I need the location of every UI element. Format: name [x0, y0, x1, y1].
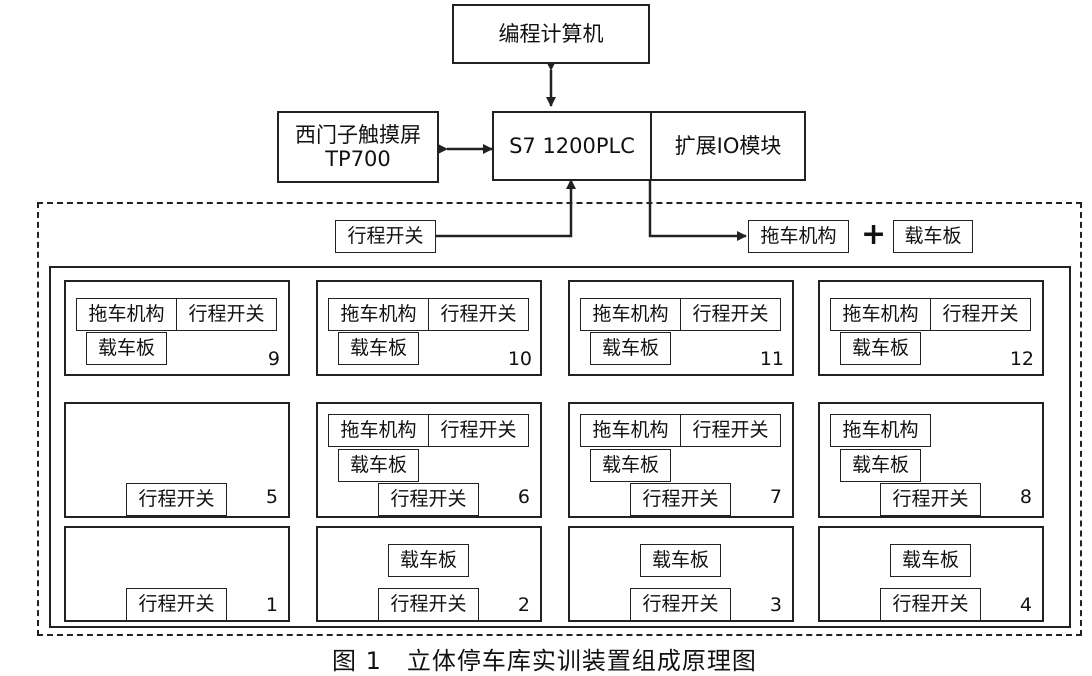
limit-switch: 行程开关 — [176, 298, 277, 331]
main-car-plate: 载车板 — [893, 220, 973, 253]
tow-mechanism: 拖车机构 — [76, 298, 177, 331]
cell-number: 10 — [507, 348, 532, 370]
cell-number: 9 — [267, 348, 280, 370]
car-plate: 载车板 — [640, 544, 721, 577]
touch-screen-box: 西门子触摸屏 TP700 — [277, 111, 439, 183]
plc-box: S7 1200PLC — [492, 111, 652, 181]
tow-mechanism: 拖车机构 — [580, 298, 681, 331]
car-plate: 载车板 — [840, 332, 921, 365]
parking-cell-2: 载车板 行程开关 2 — [316, 526, 542, 622]
limit-switch: 行程开关 — [126, 588, 227, 621]
limit-switch: 行程开关 — [126, 483, 227, 516]
limit-switch: 行程开关 — [930, 298, 1031, 331]
main-tow-mechanism: 拖车机构 — [748, 220, 849, 253]
limit-switch: 行程开关 — [630, 483, 731, 516]
parking-cell-6: 拖车机构 行程开关 载车板 行程开关 6 — [316, 402, 542, 518]
limit-switch: 行程开关 — [378, 588, 479, 621]
plus-sign: + — [861, 217, 887, 252]
cell-number: 7 — [769, 486, 782, 508]
car-plate: 载车板 — [890, 544, 971, 577]
tow-mechanism: 拖车机构 — [830, 414, 931, 447]
tow-mechanism: 拖车机构 — [328, 414, 429, 447]
main-limit-switch: 行程开关 — [335, 220, 436, 253]
cell-number: 5 — [265, 486, 278, 508]
limit-switch: 行程开关 — [428, 298, 529, 331]
garage-grid-frame — [49, 266, 1071, 628]
cell-number: 8 — [1019, 486, 1032, 508]
parking-cell-4: 载车板 行程开关 4 — [818, 526, 1044, 622]
limit-switch: 行程开关 — [428, 414, 529, 447]
parking-cell-1: 行程开关 1 — [64, 526, 290, 622]
parking-cell-12: 拖车机构 行程开关 载车板 12 — [818, 280, 1044, 376]
cell-number: 2 — [517, 594, 530, 616]
limit-switch: 行程开关 — [680, 298, 781, 331]
parking-cell-10: 拖车机构 行程开关 载车板 10 — [316, 280, 542, 376]
limit-switch: 行程开关 — [378, 483, 479, 516]
parking-system-frame — [37, 202, 1082, 636]
parking-cell-8: 拖车机构 载车板 行程开关 8 — [818, 402, 1044, 518]
cell-number: 4 — [1019, 594, 1032, 616]
car-plate: 载车板 — [338, 332, 419, 365]
car-plate: 载车板 — [590, 449, 671, 482]
limit-switch: 行程开关 — [680, 414, 781, 447]
tow-mechanism: 拖车机构 — [328, 298, 429, 331]
cell-number: 3 — [769, 594, 782, 616]
cell-number: 6 — [517, 486, 530, 508]
parking-cell-5: 行程开关 5 — [64, 402, 290, 518]
limit-switch: 行程开关 — [880, 588, 981, 621]
cell-number: 11 — [759, 348, 784, 370]
parking-cell-9: 拖车机构 行程开关 载车板 9 — [64, 280, 290, 376]
io-module-box: 扩展IO模块 — [650, 111, 806, 181]
tow-mechanism: 拖车机构 — [580, 414, 681, 447]
parking-cell-11: 拖车机构 行程开关 载车板 11 — [568, 280, 794, 376]
programming-computer-box: 编程计算机 — [452, 4, 650, 64]
cell-number: 1 — [265, 594, 278, 616]
figure-caption: 图 1 立体停车库实训装置组成原理图 — [332, 647, 757, 675]
switch-plc-arrow — [436, 179, 576, 238]
car-plate: 载车板 — [388, 544, 469, 577]
io-tow-arrow — [648, 180, 747, 241]
cell-number: 12 — [1009, 348, 1034, 370]
limit-switch: 行程开关 — [630, 588, 731, 621]
car-plate: 载车板 — [86, 332, 167, 365]
car-plate: 载车板 — [338, 449, 419, 482]
car-plate: 载车板 — [840, 449, 921, 482]
car-plate: 载车板 — [590, 332, 671, 365]
parking-cell-3: 载车板 行程开关 3 — [568, 526, 794, 622]
tow-mechanism: 拖车机构 — [830, 298, 931, 331]
limit-switch: 行程开关 — [880, 483, 981, 516]
parking-cell-7: 拖车机构 行程开关 载车板 行程开关 7 — [568, 402, 794, 518]
